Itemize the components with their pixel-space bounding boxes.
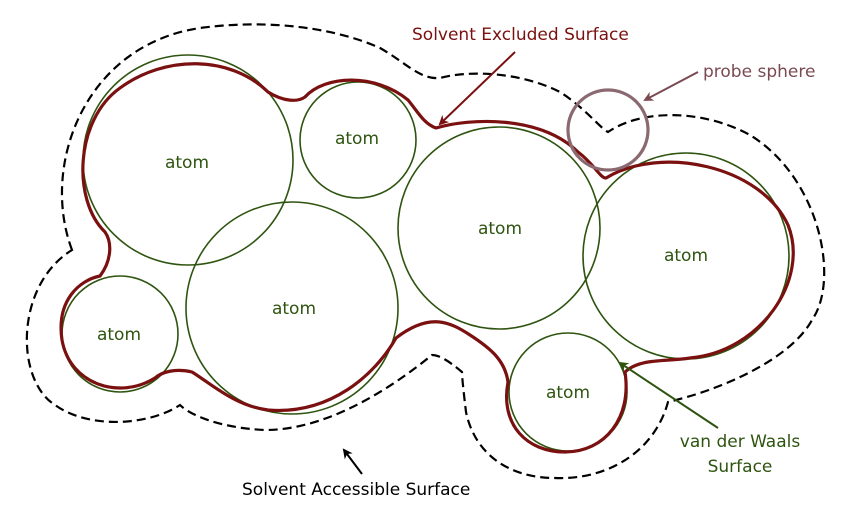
solvent-accessible-arrow bbox=[342, 448, 363, 475]
solvent-excluded-arrow bbox=[438, 51, 516, 126]
atom-circle-center-large bbox=[185, 201, 399, 415]
probe-sphere bbox=[566, 88, 650, 172]
atom-circle-top-small bbox=[299, 81, 417, 199]
probe-sphere-label: probe sphere bbox=[703, 62, 815, 82]
atom-label: atom bbox=[335, 129, 379, 149]
atom-label: atom bbox=[272, 299, 316, 319]
atom-label: atom bbox=[165, 153, 209, 173]
atom-circle-center-right bbox=[397, 126, 601, 330]
van-der-waals-arrow bbox=[618, 361, 719, 429]
solvent-excluded-surface bbox=[59, 62, 795, 454]
atom-label: atom bbox=[478, 219, 522, 239]
atom-label: atom bbox=[664, 246, 708, 266]
atom-labels: atom atom atom atom atom atom atom bbox=[97, 129, 708, 403]
atom-label: atom bbox=[97, 325, 141, 345]
solvent-excluded-surface-label: Solvent Excluded Surface bbox=[412, 25, 629, 45]
solvent-accessible-surface-label: Solvent Accessible Surface bbox=[242, 480, 470, 500]
solvent-accessible-surface bbox=[25, 23, 826, 480]
atom-label: atom bbox=[546, 383, 590, 403]
van-der-waals-label-line1: van der Waals bbox=[680, 432, 801, 452]
probe-sphere-arrow bbox=[643, 71, 699, 101]
van-der-waals-label-line2: Surface bbox=[708, 457, 773, 477]
